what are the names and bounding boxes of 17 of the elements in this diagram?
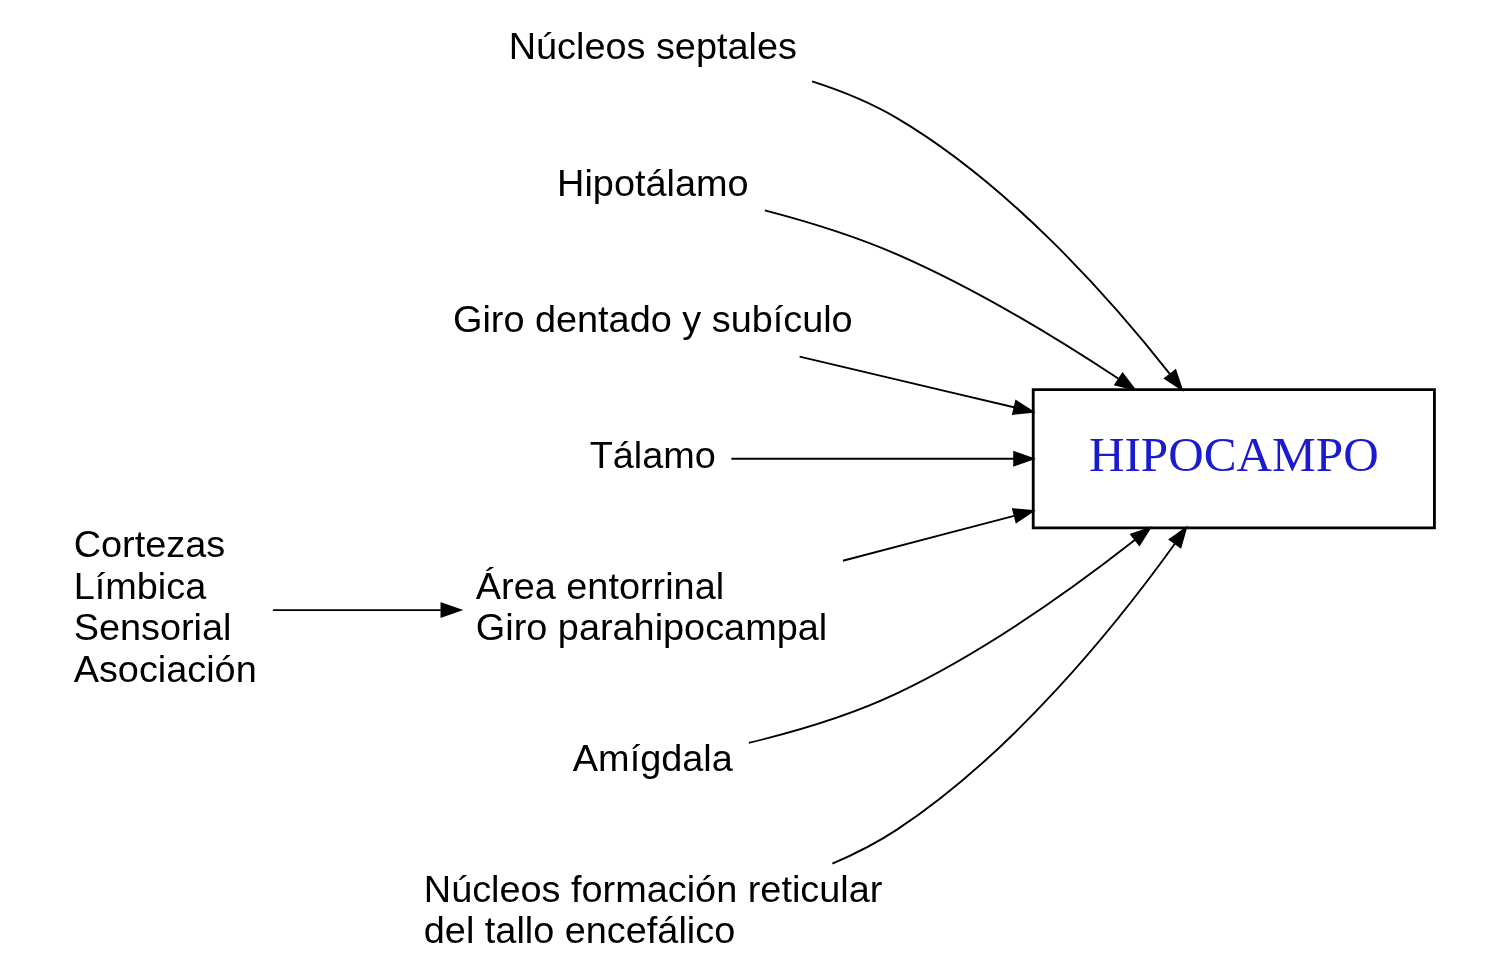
node-text: Cortezas Límbica Sensorial Asociación: [73, 523, 257, 691]
node-text: Núcleos septales: [508, 25, 797, 68]
node-text: Hipotálamo: [557, 161, 749, 204]
node-text: Área entorrinal Giro parahipocampal: [475, 564, 828, 649]
arrow: [763, 209, 1138, 392]
arrow: [271, 602, 464, 619]
arrow: [798, 355, 1036, 415]
node-text: Núcleos formación reticular del tallo encefálico: [423, 867, 883, 952]
arrow: [730, 450, 1036, 467]
arrow: [747, 526, 1153, 744]
node-box: HIPOCAMPO: [1031, 388, 1436, 530]
node-text: Amígdala: [572, 736, 733, 779]
node-text: Giro dentado y subículo: [452, 297, 853, 340]
arrow: [811, 80, 1184, 392]
arrow: [831, 525, 1188, 865]
arrow: [841, 508, 1036, 562]
node-text: Tálamo: [589, 434, 716, 477]
